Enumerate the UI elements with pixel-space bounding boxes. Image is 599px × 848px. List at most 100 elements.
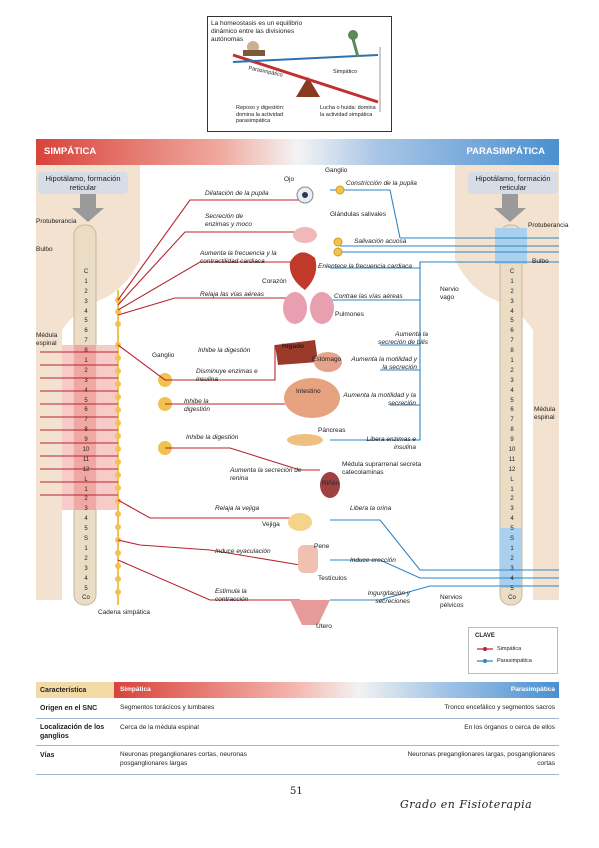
- spinal-level: 7: [84, 417, 88, 424]
- para-enzymes: Libera enzimas e insulina: [366, 436, 417, 451]
- table-row: Localización de los ganglios Cerca de la…: [36, 719, 559, 746]
- spinal-level: 1: [510, 486, 514, 493]
- spinal-level: 2: [510, 367, 514, 374]
- spinal-level: 1: [510, 545, 514, 552]
- spinal-level: 4: [84, 387, 88, 394]
- spinal-level: 10: [508, 447, 516, 454]
- spinal-level: 7: [84, 338, 88, 345]
- spinal-level: 4: [510, 516, 514, 523]
- table-row: Origen en el SNC Segmentos torácicos y l…: [36, 698, 559, 719]
- autonomic-diagram: [36, 165, 559, 625]
- spinal-level: 3: [84, 377, 88, 384]
- spinal-level: 5: [510, 318, 514, 325]
- heart-shape: [289, 252, 317, 290]
- penis-label: Pene: [314, 543, 330, 550]
- spinal-level: L: [510, 476, 514, 483]
- spinal-level: 1: [84, 486, 88, 493]
- table-head-sym: Simpática: [120, 686, 151, 693]
- spinal-level: 3: [510, 565, 514, 572]
- penis-shape: [298, 545, 318, 573]
- spinal-level: 1: [84, 278, 88, 285]
- spinal-level: 9: [510, 437, 514, 444]
- salivary-label: Glándulas salivales: [330, 211, 387, 218]
- spinal-level: 8: [510, 427, 514, 434]
- spinal-level: 11: [82, 456, 90, 463]
- spinal-level: C: [83, 269, 89, 275]
- table-cell: En los órganos o cerca de ellos: [464, 724, 555, 731]
- para-pupil: Constricción de la pupila: [346, 180, 417, 187]
- para-engorgement: Ingurgitación y secreciones: [367, 590, 410, 605]
- sym-digest-2: Inhibe la digestión: [184, 398, 211, 413]
- liver-label: Hígado: [282, 343, 305, 350]
- spinal-level: 11: [508, 456, 516, 463]
- rest-digest-text: Reposo y digestión: domina la actividad …: [236, 105, 285, 124]
- table-cell: Segmentos torácicos y lumbares: [120, 704, 215, 711]
- spinal-level: 1: [510, 278, 514, 285]
- bladder-label: Vejiga: [262, 521, 280, 528]
- stomach-label: Estómago: [312, 356, 342, 363]
- ganglion-label: Ganglio: [152, 352, 175, 359]
- spinal-level: 1: [84, 358, 88, 365]
- spinal-level: S: [83, 536, 88, 543]
- sym-heart: Aumenta la frecuencia y la contractilida…: [200, 250, 277, 265]
- kidney-label: Riñón: [322, 480, 339, 487]
- left-bulbo-label: Bulbo: [36, 246, 53, 253]
- fight-flight-text: Lucha o huida: domina la actividad simpá…: [320, 105, 376, 118]
- homeostasis-box: La homeostasis es un equilibrio dinámico…: [207, 16, 392, 132]
- division-header: SIMPÁTICA PARASIMPÁTICA: [36, 139, 559, 165]
- sym-bladder: Relaja la vejiga: [215, 505, 260, 512]
- table-head-para: Parasimpática: [510, 686, 555, 693]
- para-saliva: Salivación acuosa: [354, 238, 407, 245]
- spinal-level: 6: [84, 328, 88, 335]
- spinal-level: 1: [510, 358, 514, 365]
- spinal-level: 4: [84, 575, 88, 582]
- right-head-silhouette: [455, 165, 559, 600]
- spinal-level: 4: [84, 516, 88, 523]
- sympathetic-chain-label: Cadena simpática: [98, 609, 151, 616]
- spinal-level: 5: [84, 318, 88, 325]
- header-sympathetic: SIMPÁTICA: [44, 146, 97, 157]
- spinal-level: 8: [84, 348, 88, 355]
- spinal-level: 4: [510, 308, 514, 315]
- right-bulbo-label: Bulbo: [532, 258, 549, 265]
- bladder-shape: [288, 513, 312, 531]
- sym-pupil: Dilatación de la pupila: [205, 190, 269, 197]
- para-bile: Aumenta la secreción de bilis: [378, 331, 428, 346]
- left-hypothalamus-label: Hipotálamo, formación reticular: [38, 172, 128, 194]
- seesaw-illustration: [232, 30, 381, 112]
- table-cell: Neuronas preganglionares cortas, neurona…: [120, 751, 247, 767]
- adrenal-label: Médula suprarrenal secreta catecolaminas: [342, 461, 422, 476]
- spinal-level: 2: [84, 288, 88, 295]
- sym-ejaculation: Induce eyaculación: [215, 548, 271, 555]
- intestine-label: Intestino: [296, 388, 321, 395]
- spinal-level: 6: [510, 407, 514, 414]
- sympathetic-label: Simpático: [333, 69, 358, 75]
- kidney-shape: [320, 472, 340, 498]
- spinal-level: 12: [82, 466, 90, 473]
- spinal-level: 5: [84, 526, 88, 533]
- spinal-level: L: [84, 476, 88, 483]
- sym-digest-3: Inhibe la digestión: [186, 434, 239, 441]
- spinal-level: 2: [510, 496, 514, 503]
- comparison-table: Característica Simpática Parasimpática O…: [36, 682, 559, 775]
- table-cell: Localización de los ganglios: [40, 724, 105, 740]
- spinal-level: 5: [510, 397, 514, 404]
- table-cell: Origen en el SNC: [40, 705, 98, 712]
- para-airways: Contrae las vías aéreas: [334, 293, 403, 300]
- para-bladder: Libera la orina: [350, 505, 392, 512]
- eye-label: Ojo: [284, 176, 295, 183]
- spinal-level: 4: [510, 387, 514, 394]
- spinal-level: 3: [510, 377, 514, 384]
- header-parasympathetic: PARASIMPÁTICA: [466, 146, 545, 157]
- uterus-label: Útero: [316, 623, 332, 630]
- homeostasis-caption: La homeostasis es un equilibrio dinámico…: [211, 20, 303, 43]
- left-medula-label: Médula espinal: [36, 332, 58, 347]
- para-motility-1: Aumenta la motilidad y la secreción: [351, 356, 417, 371]
- pancreas-shape: [287, 434, 323, 446]
- spinal-level: 2: [510, 555, 514, 562]
- salivary-shape: [293, 227, 317, 243]
- table-cell: Tronco encefálico y segmentos sacros: [444, 704, 555, 711]
- spinal-level: 4: [84, 308, 88, 315]
- lung-left-shape: [283, 292, 307, 324]
- table-cell: Cerca de la médula espinal: [120, 724, 199, 731]
